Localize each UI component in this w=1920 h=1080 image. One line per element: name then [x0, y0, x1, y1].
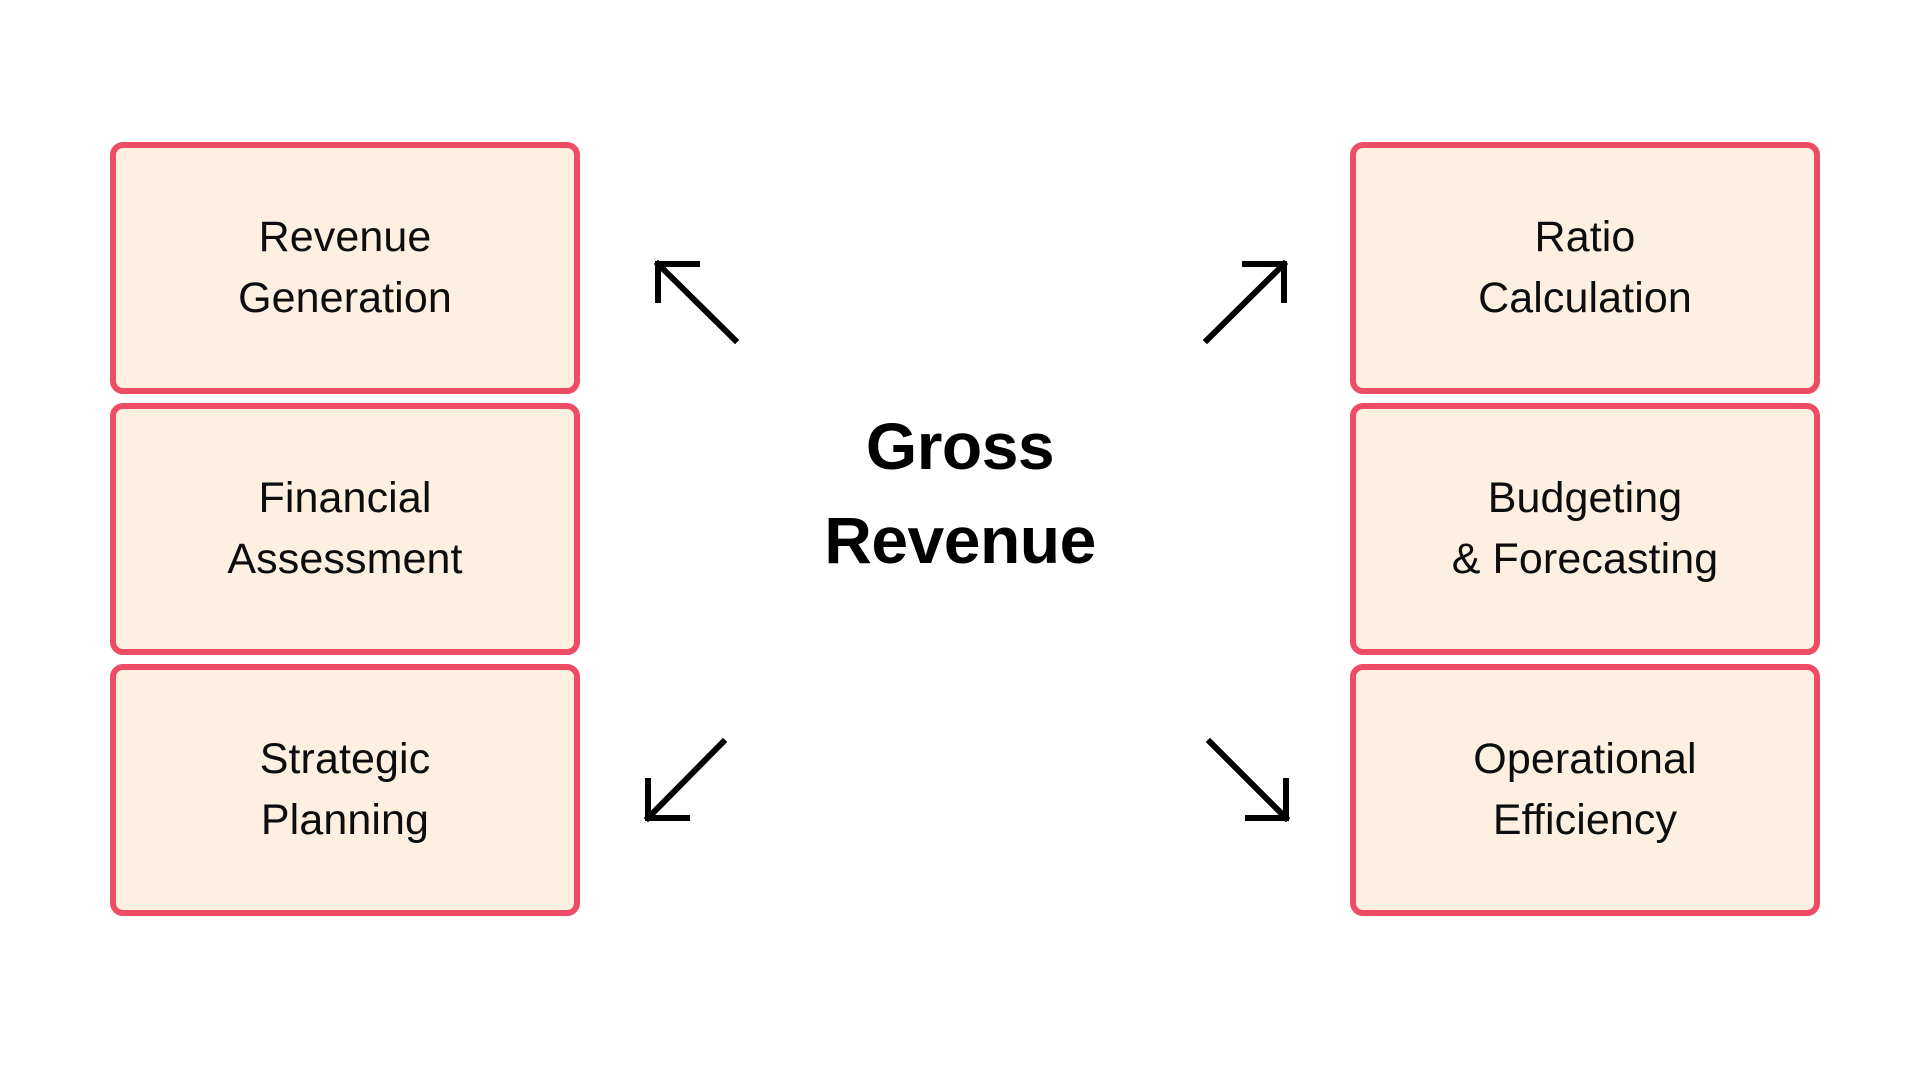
- node-revenue-generation-label: Revenue Generation: [238, 212, 452, 322]
- arrow-up-left-icon: [653, 259, 740, 345]
- node-ratio-calculation[interactable]: Ratio Calculation: [1350, 142, 1820, 394]
- node-budgeting-forecasting-label: Budgeting & Forecasting: [1451, 473, 1719, 583]
- right-column: Ratio Calculation Budgeting & Forecastin…: [1350, 142, 1820, 916]
- center-title: Gross Revenue: [824, 409, 1096, 577]
- node-operational-efficiency[interactable]: Operational Efficiency: [1350, 664, 1820, 916]
- node-financial-assessment[interactable]: Financial Assessment: [110, 403, 580, 655]
- node-strategic-planning[interactable]: Strategic Planning: [110, 664, 580, 916]
- left-column: Revenue Generation Financial Assessment …: [110, 142, 580, 916]
- node-ratio-calculation-label: Ratio Calculation: [1478, 212, 1692, 322]
- arrow-down-right-icon: [1205, 737, 1291, 823]
- node-budgeting-forecasting[interactable]: Budgeting & Forecasting: [1350, 403, 1820, 655]
- node-revenue-generation[interactable]: Revenue Generation: [110, 142, 580, 394]
- node-operational-efficiency-label: Operational Efficiency: [1473, 734, 1697, 844]
- arrow-down-left-icon: [643, 737, 728, 823]
- arrow-up-right-icon: [1202, 259, 1289, 345]
- node-financial-assessment-label: Financial Assessment: [227, 473, 463, 583]
- node-strategic-planning-label: Strategic Planning: [259, 734, 431, 844]
